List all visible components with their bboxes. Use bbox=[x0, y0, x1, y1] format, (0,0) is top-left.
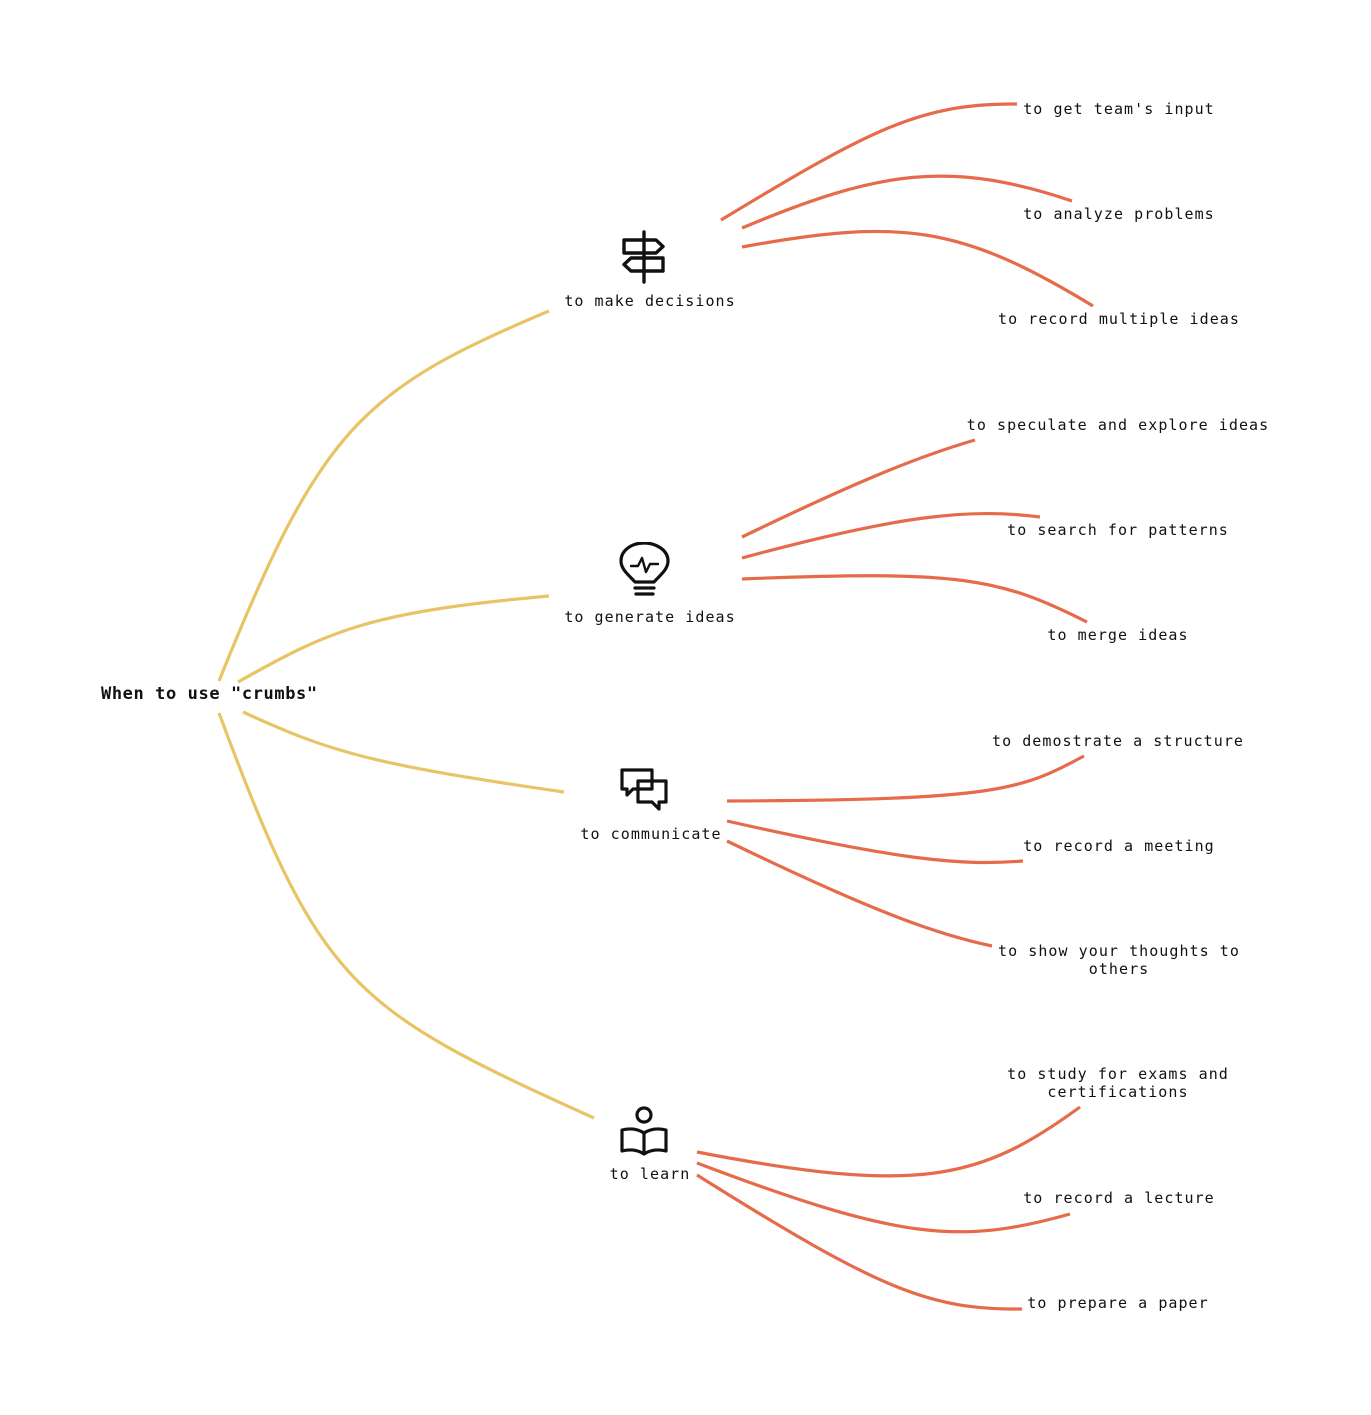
leaf-label-merge-ideas: to merge ideas bbox=[1047, 626, 1189, 644]
branch-label-make-decisions: to make decisions bbox=[564, 292, 736, 310]
book-reader-icon bbox=[618, 1101, 672, 1161]
leaf-label-demostrate-structure: to demostrate a structure bbox=[991, 732, 1245, 750]
edge-learn-to-prepare-paper bbox=[696, 1173, 1023, 1311]
signpost-icon bbox=[618, 227, 672, 287]
edge-learn-to-study-exams bbox=[696, 1105, 1081, 1178]
branch-label-communicate: to communicate bbox=[580, 825, 722, 843]
edge-communicate-to-show-thoughts bbox=[726, 839, 993, 948]
leaf-label-speculate-explore: to speculate and explore ideas bbox=[966, 416, 1270, 434]
leaf-label-team-input: to get team's input bbox=[1023, 100, 1215, 118]
leaf-label-search-patterns: to search for patterns bbox=[1007, 521, 1229, 539]
branch-label-learn: to learn bbox=[609, 1165, 691, 1183]
edge-root-to-learn bbox=[217, 712, 595, 1120]
leaf-label-record-lecture: to record a lecture bbox=[1023, 1189, 1215, 1207]
leaf-label-record-multiple-ideas: to record multiple ideas bbox=[998, 310, 1240, 328]
edge-root-to-generate-ideas bbox=[237, 594, 550, 684]
edge-generate-ideas-to-search-patterns bbox=[741, 511, 1041, 560]
edge-generate-ideas-to-merge-ideas bbox=[741, 574, 1088, 624]
chat-bubbles-icon bbox=[619, 763, 673, 823]
leaf-label-prepare-paper: to prepare a paper bbox=[1027, 1294, 1209, 1312]
edge-make-decisions-to-analyze-problems bbox=[741, 174, 1073, 230]
edge-make-decisions-to-team-input bbox=[720, 102, 1018, 222]
branch-label-generate-ideas: to generate ideas bbox=[564, 608, 736, 626]
leaf-label-analyze-problems: to analyze problems bbox=[1023, 205, 1215, 223]
leaf-label-show-thoughts: to show your thoughts to others bbox=[998, 942, 1240, 978]
edge-communicate-to-demostrate-structure bbox=[726, 754, 1085, 803]
edge-root-to-make-decisions bbox=[217, 309, 550, 682]
edge-make-decisions-to-record-multiple-ideas bbox=[741, 229, 1094, 308]
edge-learn-to-record-lecture bbox=[696, 1161, 1071, 1234]
edge-communicate-to-record-meeting bbox=[726, 819, 1024, 865]
lightbulb-icon bbox=[618, 542, 672, 602]
edge-generate-ideas-to-speculate bbox=[741, 438, 976, 539]
root-node-label: When to use "crumbs" bbox=[101, 684, 318, 704]
edge-root-to-communicate bbox=[242, 710, 565, 794]
leaf-label-record-meeting: to record a meeting bbox=[1023, 837, 1215, 855]
leaf-label-study-exams: to study for exams and certifications bbox=[1007, 1065, 1229, 1101]
